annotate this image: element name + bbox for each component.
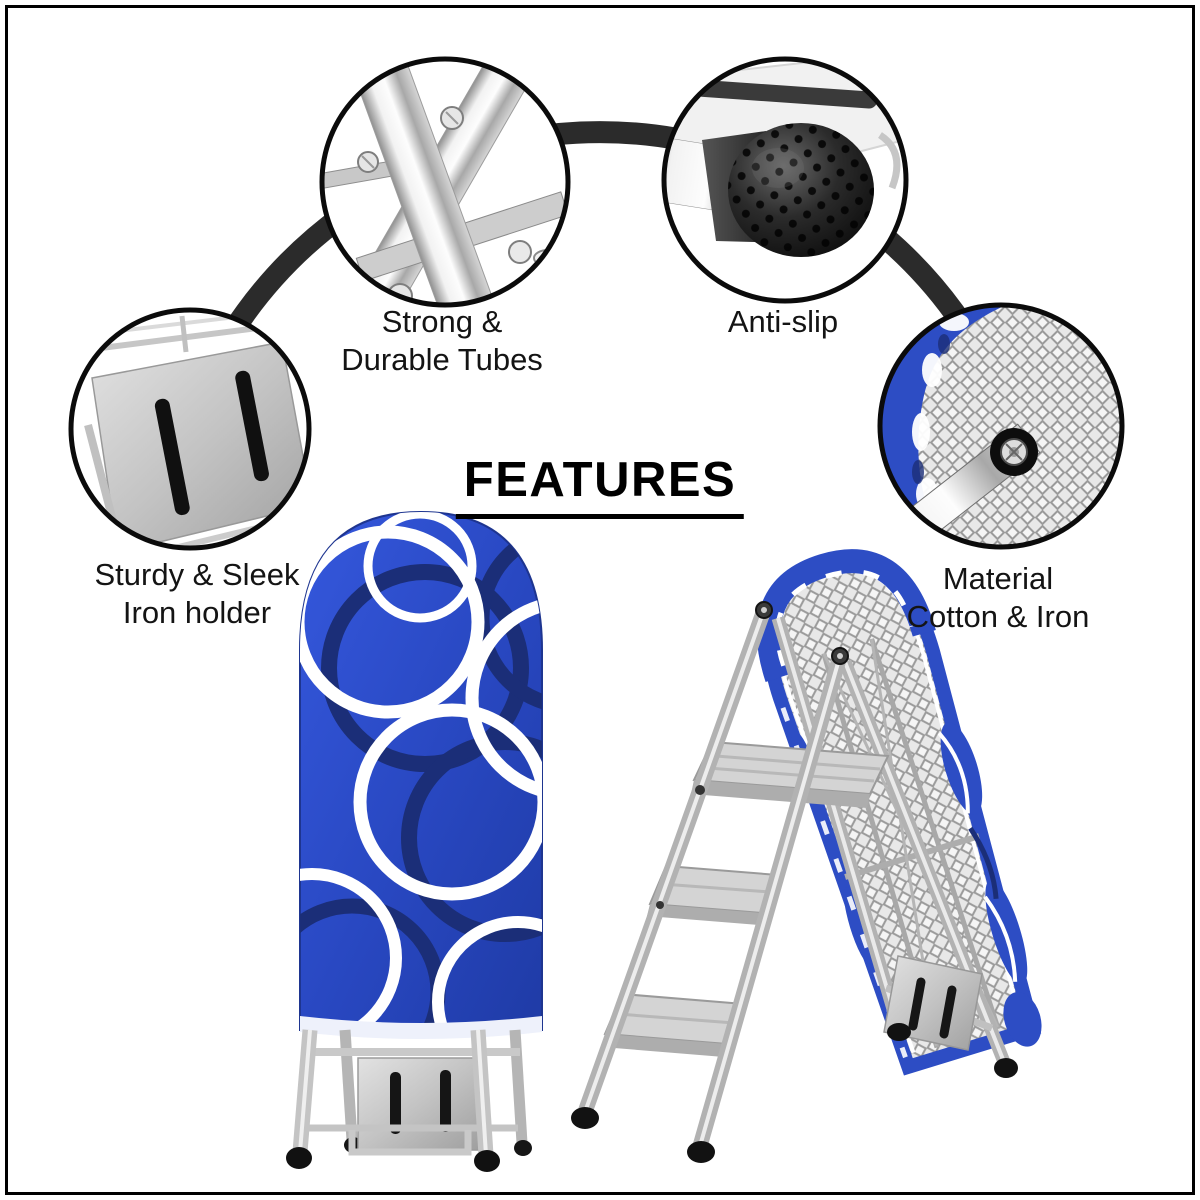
label-tubes-line2: Durable Tubes <box>341 342 543 377</box>
label-antislip: Anti-slip <box>728 303 838 341</box>
callout-photo-material <box>880 305 1122 547</box>
callout-circle-antislip <box>661 56 909 304</box>
callout-circle-material <box>877 302 1125 550</box>
folded-leg-frame <box>286 1029 532 1172</box>
label-iron-holder: Sturdy & Sleek Iron holder <box>94 556 299 632</box>
callout-photo-iron-holder <box>71 310 309 548</box>
label-iron-holder-line2: Iron holder <box>122 595 272 630</box>
label-material-line2: Cotton & Iron <box>906 599 1090 634</box>
label-material: Material Cotton & Iron <box>907 560 1090 636</box>
page-title: FEATURES <box>455 452 745 519</box>
label-iron-holder-line1: Sturdy & Sleek <box>94 557 300 592</box>
ladder-steps <box>602 740 890 1057</box>
label-tubes-line1: Strong & <box>381 304 503 339</box>
product-folded-board <box>286 510 543 1172</box>
rear-legs <box>771 616 1018 1078</box>
product-ladder-board <box>571 549 1042 1163</box>
label-tubes: Strong & Durable Tubes <box>341 303 543 379</box>
iron-holder-plate-rear <box>883 955 983 1051</box>
iron-holder-plate <box>357 1057 481 1151</box>
callout-photo-tubes <box>322 59 568 305</box>
connector-arc <box>174 121 1026 434</box>
callout-circle-iron-holder <box>68 307 312 551</box>
cover-swirl-pattern <box>300 512 542 1030</box>
label-material-line1: Material <box>942 561 1054 596</box>
callout-circle-tubes <box>319 56 571 308</box>
label-antislip-line1: Anti-slip <box>727 304 839 339</box>
front-rails <box>571 601 849 1163</box>
